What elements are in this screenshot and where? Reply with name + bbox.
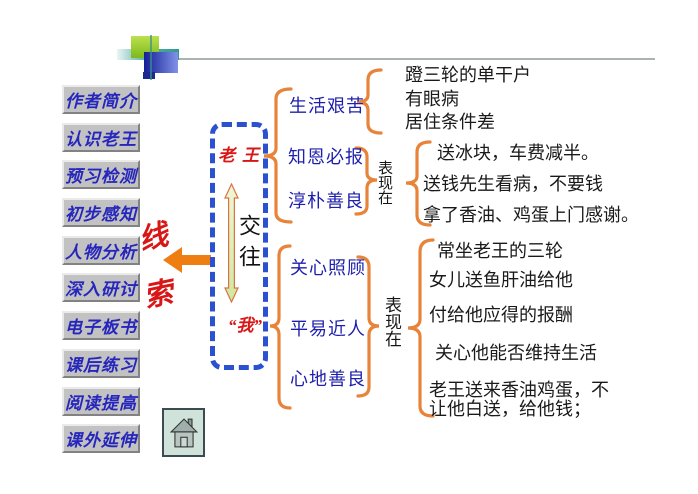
detail-poor-housing: 居住条件差	[405, 112, 495, 132]
trait-kind-hearted: 心地善良	[290, 369, 366, 389]
detail-eye-disease: 有眼病	[405, 89, 459, 109]
detail-cod-liver-oil: 女儿送鱼肝油给他	[429, 270, 573, 290]
sidebar-item-extension[interactable]: 课外延伸	[62, 424, 140, 453]
left-arrow-head-icon	[163, 247, 182, 273]
trait-approachable: 平易近人	[290, 319, 366, 339]
party-laowang-label: 老王	[218, 146, 266, 165]
trait-caring: 关心照顾	[290, 258, 366, 278]
sidebar-item-deep-discussion[interactable]: 深入研讨	[62, 273, 140, 302]
sidebar-item-character-analysis[interactable]: 人物分析	[62, 236, 140, 265]
brace-me-traits	[269, 244, 292, 410]
trait-gratitude: 知恩必报	[288, 147, 364, 167]
detail-ice-half-fare: 送冰块，车费减半。	[437, 143, 599, 163]
sidebar-item-after-class-exercise[interactable]: 课后练习	[62, 349, 140, 378]
trait-hard-life: 生活艰苦	[289, 96, 365, 116]
header-rule-line	[177, 58, 655, 60]
deco-teal-vline	[150, 35, 152, 80]
detail-tricycle-worker: 蹬三轮的单干户	[405, 65, 531, 85]
sidebar-item-author-intro[interactable]: 作者简介	[62, 85, 140, 114]
deco-navy-notch	[143, 72, 155, 79]
sidebar-item-preview-test[interactable]: 预习检测	[62, 160, 140, 189]
sidebar-item-know-laowang[interactable]: 认识老王	[62, 123, 140, 152]
deco-blue-square	[144, 52, 178, 73]
double-headed-arrow-icon	[224, 183, 239, 303]
left-arrow-shaft	[182, 255, 211, 265]
sidebar-item-eboard-notes[interactable]: 电子板书	[62, 311, 140, 340]
sidebar-item-reading-improve[interactable]: 阅读提高	[62, 387, 140, 416]
manifest-label-top: 表现在	[376, 160, 392, 205]
detail-ride-tricycle: 常坐老王的三轮	[437, 241, 563, 261]
home-button[interactable]	[162, 408, 205, 457]
party-me-label: “我”	[228, 316, 262, 335]
trait-simple-kind: 淳朴善良	[288, 191, 364, 211]
detail-concern-livelihood: 关心他能否维持生活	[435, 343, 597, 363]
brace-laowang-traits	[263, 87, 293, 224]
home-icon	[169, 417, 198, 447]
manifest-label-bottom: 表现在	[382, 296, 401, 347]
detail-pay-for-gifts: 老王送来香油鸡蛋，不让他白送，给他钱；	[429, 380, 609, 419]
detail-oil-eggs-thanks: 拿了香油、鸡蛋上门感谢。	[423, 205, 639, 225]
left-arrow	[163, 247, 211, 273]
relation-dashed-box	[210, 122, 268, 370]
detail-fair-payment: 付给他应得的报酬	[429, 305, 573, 325]
detail-free-ride-doctor: 送钱先生看病，不要钱	[423, 174, 603, 194]
sidebar-item-first-perception[interactable]: 初步感知	[62, 198, 140, 227]
clue-label-char2: 索	[140, 276, 176, 314]
exchange-label: 交往	[236, 214, 261, 276]
